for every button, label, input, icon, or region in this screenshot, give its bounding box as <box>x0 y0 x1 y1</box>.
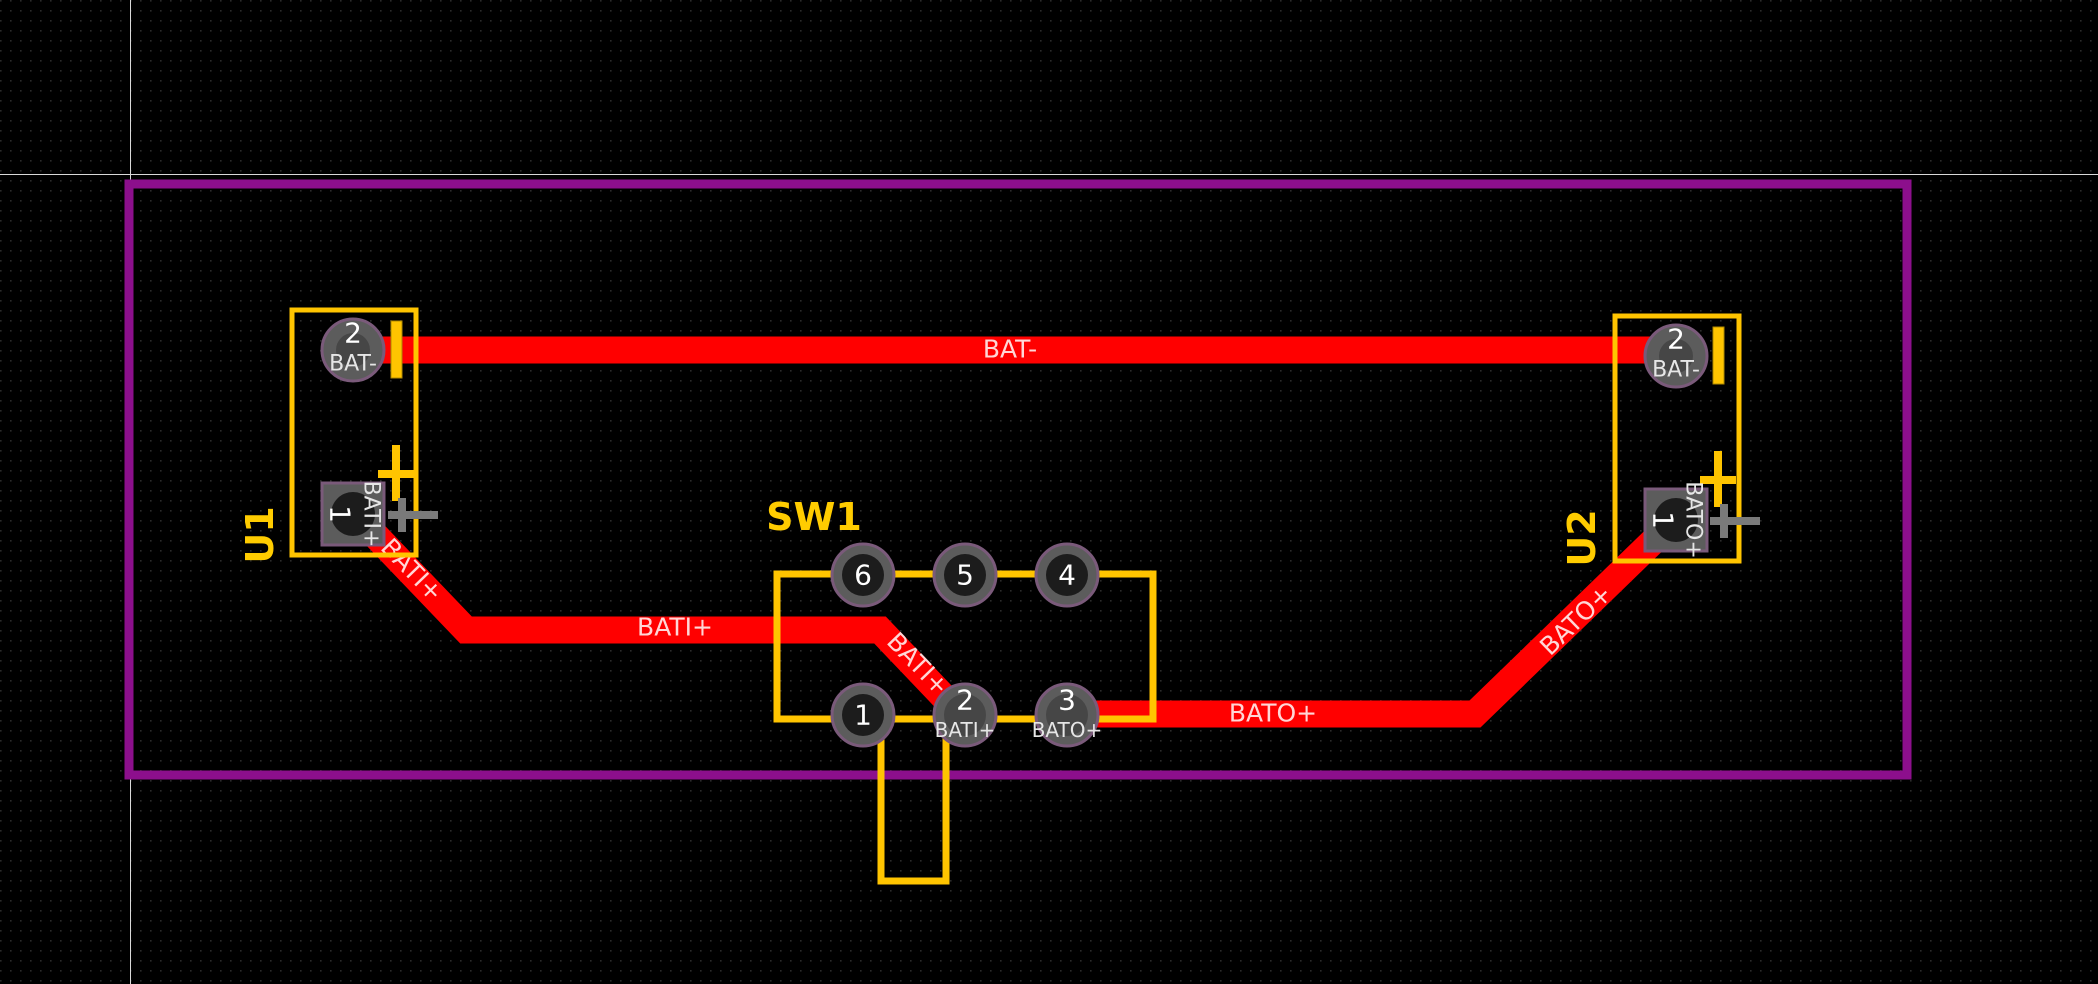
u2-pad-2-net: BAT- <box>1652 358 1700 383</box>
u1-silkscreen-outline <box>289 307 419 558</box>
u2-anchor-marker <box>1710 504 1760 538</box>
u1-polarity-plus-mark <box>378 445 414 501</box>
u1-pad-1[interactable]: 1 BATI+ <box>320 481 386 548</box>
u2-pad-1-number: 1 <box>1647 511 1680 529</box>
u2-reference: U2 <box>1560 509 1604 566</box>
sw1-pad-5-number: 5 <box>956 559 974 592</box>
component-sw1[interactable]: SW1 6 5 4 1 2 BATI+ <box>766 495 1157 885</box>
sw1-reference: SW1 <box>766 495 862 539</box>
u2-pad-2-number: 2 <box>1667 323 1685 356</box>
component-u1[interactable]: 2 BAT- 1 BATI+ U1 <box>238 307 438 564</box>
u2-polarity-minus-mark <box>1712 326 1725 385</box>
trace-bati-plus[interactable] <box>345 504 970 724</box>
u1-reference: U1 <box>238 506 282 563</box>
u1-pad-1-number: 1 <box>324 505 357 523</box>
u2-polarity-plus-mark <box>1700 451 1736 507</box>
trace-label-bato-plus-horizontal: BATO+ <box>1229 699 1317 728</box>
sw1-pad-4[interactable]: 4 <box>1034 542 1100 608</box>
trace-bato-plus[interactable] <box>1068 512 1683 728</box>
u1-pad-2-net: BAT- <box>329 352 377 377</box>
u2-silkscreen-outline <box>1612 313 1742 564</box>
u1-pad-2-number: 2 <box>344 317 362 350</box>
sw1-pad-1[interactable]: 1 <box>830 682 896 748</box>
copper-traces <box>345 336 1683 728</box>
sw1-pad-3-number: 3 <box>1058 684 1076 717</box>
trace-label-bat-minus: BAT- <box>983 335 1037 364</box>
sw1-pad-3-net: BATO+ <box>1032 718 1103 742</box>
sw1-pad-1-number: 1 <box>854 699 872 732</box>
sw1-pad-2-number: 2 <box>956 684 974 717</box>
trace-label-bati-plus-horizontal: BATI+ <box>637 613 713 642</box>
sw1-pad-6[interactable]: 6 <box>830 542 896 608</box>
sw1-pad-2[interactable]: 2 BATI+ <box>932 682 998 748</box>
sw1-pad-6-number: 6 <box>854 559 872 592</box>
sw1-pad-2-net: BATI+ <box>935 718 996 742</box>
sw1-pad-4-number: 4 <box>1058 559 1076 592</box>
sw1-pad-3[interactable]: 3 BATO+ <box>1032 682 1103 748</box>
u1-polarity-minus-mark <box>390 320 403 379</box>
u1-pad-2[interactable]: 2 BAT- <box>320 317 386 383</box>
sw1-pad-5[interactable]: 5 <box>932 542 998 608</box>
u2-pad-1-net: BATO+ <box>1681 481 1706 559</box>
u1-pad-1-net: BATI+ <box>359 481 384 548</box>
u2-pad-1[interactable]: 1 BATO+ <box>1643 481 1709 559</box>
board-outline[interactable] <box>124 179 1912 780</box>
u1-anchor-marker <box>388 498 438 532</box>
u2-pad-2[interactable]: 2 BAT- <box>1643 323 1709 389</box>
component-u2[interactable]: 2 BAT- 1 BATO+ U2 <box>1560 313 1760 567</box>
